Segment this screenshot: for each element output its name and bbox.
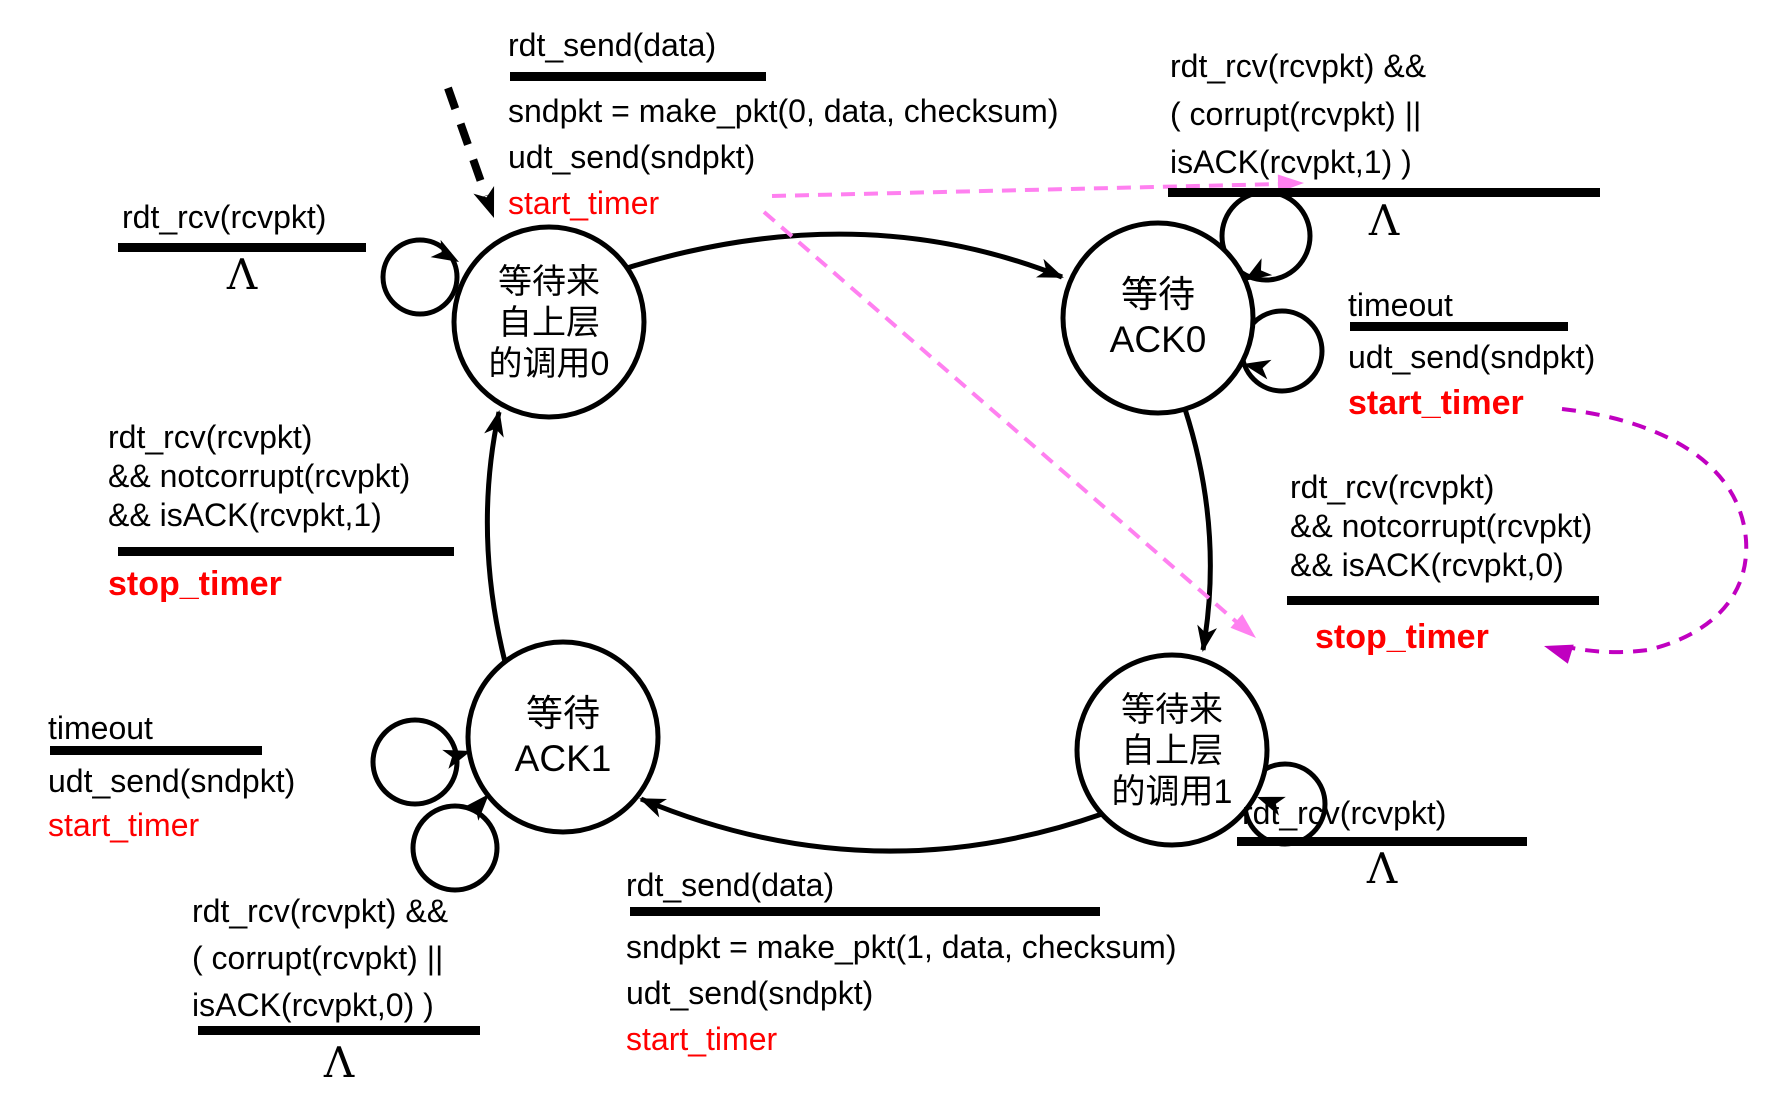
loop-arrow-ack0-lower (1243, 359, 1272, 380)
state-wait-call0-circle (451, 224, 647, 420)
label-rcv-wait0-lambda: Λ (226, 250, 258, 299)
state-wait-ack0-label: 等待 ACK0 (1058, 272, 1258, 362)
state-line: ACK0 (1109, 319, 1207, 360)
rule (198, 1026, 480, 1035)
initial-arrow-line (444, 86, 490, 198)
loop-arrow-call0 (430, 239, 459, 262)
label-timeout-ack1-start-timer: start_timer (48, 807, 200, 843)
state-wait-ack1-label: 等待 ACK1 (463, 691, 663, 781)
state-line: 等待 (1121, 274, 1195, 315)
purple-annotation (1544, 407, 1749, 664)
pink-arrowhead-stop-timer (1230, 614, 1256, 638)
cond-line: ( corrupt(rcvpkt) || (1170, 96, 1422, 132)
state-wait-call1-circle (1074, 652, 1270, 848)
transition-ack0-to-call1 (1182, 408, 1217, 652)
rule (1168, 188, 1600, 197)
label-send1-action2: udt_send(sndpkt) (626, 975, 874, 1011)
loop-arrow-call1 (1257, 796, 1286, 816)
label-send1-start-timer: start_timer (626, 1021, 778, 1057)
transitions (484, 231, 1217, 854)
label-rcv-wait1-event: rdt_rcv(rcvpkt) (1242, 795, 1447, 831)
cond-line: && notcorrupt(rcvpkt) (108, 458, 411, 494)
state-wait-ack0-circle (1060, 220, 1256, 416)
label-timeout-ack0-event: timeout (1348, 287, 1453, 323)
label-timeout-ack0-action: udt_send(sndpkt) (1348, 339, 1596, 375)
label-rcv-wait1-lambda: Λ (1366, 844, 1398, 893)
loop-wait-call0 (380, 237, 460, 317)
transition-call1-to-ack1 (639, 796, 1103, 854)
label-ack0-ok-stop-timer: stop_timer (1315, 618, 1489, 656)
label-ack-corrupt1-lambda: Λ (1368, 196, 1400, 245)
state-line: 的调用0 (488, 345, 610, 383)
label-ack1-ok-stop-timer: stop_timer (108, 565, 282, 603)
loop-arrow-ack0-upper (1244, 258, 1273, 281)
label-rcv-wait0-event: rdt_rcv(rcvpkt) (122, 199, 327, 235)
loop-arrow-ack1-lower (463, 794, 489, 821)
initial-arrow-head (473, 186, 495, 218)
label-send0-action2: udt_send(sndpkt) (508, 139, 756, 175)
label-send0-event: rdt_send(data) (508, 27, 717, 63)
purple-arrowhead-stop-timer (1544, 644, 1574, 664)
label-ack0-ok: rdt_rcv(rcvpkt) && notcorrupt(rcvpkt) &&… (1290, 468, 1592, 585)
state-wait-call0-label: 等待来 自上层 的调用0 (449, 262, 649, 385)
cond-line: isACK(rcvpkt,1) ) (1170, 144, 1412, 180)
transition-call0-to-ack0 (626, 231, 1064, 280)
label-timeout-ack1-event: timeout (48, 710, 153, 746)
state-line: ACK1 (514, 738, 612, 779)
state-line: 自上层 (1121, 732, 1223, 770)
cond-line: isACK(rcvpkt,0) ) (192, 987, 434, 1023)
cond-line: rdt_rcv(rcvpkt) && (192, 893, 449, 929)
cond-line: ( corrupt(rcvpkt) || (192, 940, 444, 976)
rule (1237, 837, 1527, 846)
rule (118, 243, 366, 252)
state-line: 的调用1 (1111, 773, 1233, 811)
state-line: 等待来 (1121, 691, 1223, 729)
cond-line: rdt_rcv(rcvpkt) && (1170, 48, 1427, 84)
rule (50, 746, 262, 755)
pink-dash-start-timer-to-stop-timer (762, 210, 1242, 627)
label-timeout-ack0-start-timer: start_timer (1348, 384, 1524, 422)
label-send1-event: rdt_send(data) (626, 867, 835, 903)
pink-arrowhead-top-right (1277, 174, 1304, 193)
state-line: 自上层 (498, 304, 600, 342)
rule (1287, 596, 1599, 605)
label-ack-corrupt1: rdt_rcv(rcvpkt) && ( corrupt(rcvpkt) || … (1170, 42, 1426, 186)
state-line: 等待来 (498, 263, 600, 301)
loop-arrow-ack1-upper (442, 749, 471, 769)
rule (510, 72, 766, 81)
pink-dash-start-timer-to-ack-loop (771, 182, 1283, 198)
cond-line: && notcorrupt(rcvpkt) (1290, 508, 1593, 544)
state-line: 等待 (526, 693, 600, 734)
loop-wait-ack1-upper (370, 717, 460, 807)
loop-wait-ack1-lower (410, 803, 500, 893)
self-loop-arrowheads (430, 239, 1286, 821)
state-wait-ack1-circle (465, 639, 661, 835)
label-ack-corrupt0: rdt_rcv(rcvpkt) && ( corrupt(rcvpkt) || … (192, 888, 448, 1029)
purple-dash-start-timer-to-stop-timer (1561, 407, 1749, 655)
label-send0-action1: sndpkt = make_pkt(0, data, checksum) (508, 93, 1059, 129)
rule (118, 547, 454, 556)
rule (1350, 322, 1568, 331)
state-wait-call1-label: 等待来 自上层 的调用1 (1072, 690, 1272, 813)
state-circles (451, 220, 1270, 848)
label-send1-action1: sndpkt = make_pkt(1, data, checksum) (626, 929, 1177, 965)
label-ack1-ok: rdt_rcv(rcvpkt) && notcorrupt(rcvpkt) &&… (108, 418, 410, 535)
cond-line: && isACK(rcvpkt,1) (108, 497, 382, 533)
label-ack-corrupt0-lambda: Λ (323, 1038, 355, 1087)
cond-line: rdt_rcv(rcvpkt) (108, 419, 313, 455)
transition-ack1-to-call0 (484, 410, 508, 663)
label-send0-start-timer: start_timer (508, 185, 660, 221)
cond-line: rdt_rcv(rcvpkt) (1290, 469, 1495, 505)
cond-line: && isACK(rcvpkt,0) (1290, 547, 1564, 583)
label-timeout-ack1-action: udt_send(sndpkt) (48, 763, 296, 799)
initial-arrow (444, 86, 495, 218)
rule (630, 907, 1100, 916)
pink-annotations (762, 174, 1304, 638)
